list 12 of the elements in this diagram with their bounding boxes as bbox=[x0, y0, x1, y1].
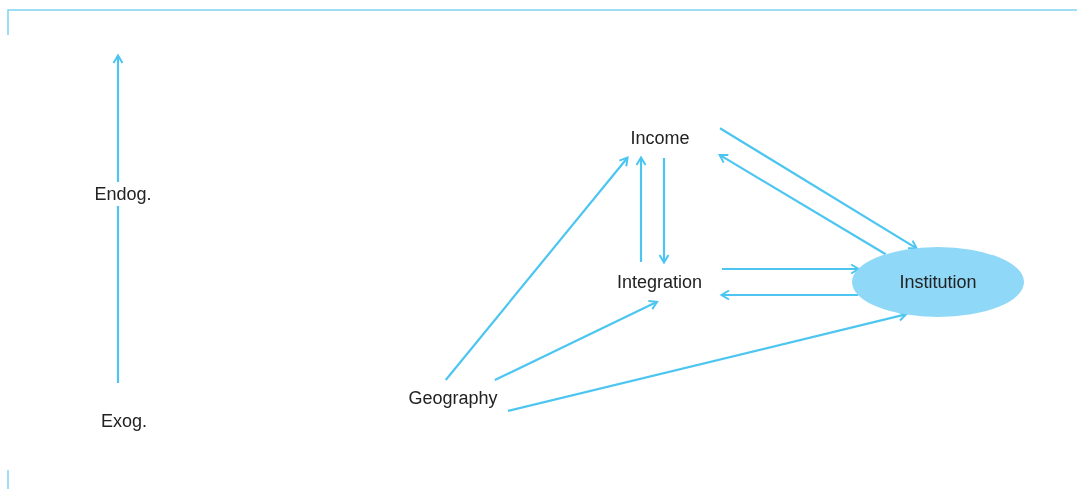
node-label: Geography bbox=[398, 380, 508, 416]
arrow bbox=[720, 289, 859, 301]
arrow bbox=[658, 158, 670, 264]
ellipse-node: Institution bbox=[852, 247, 1024, 317]
arrow bbox=[719, 127, 918, 250]
arrow bbox=[494, 300, 659, 381]
node-label: Integration bbox=[597, 262, 722, 302]
arrow bbox=[635, 156, 647, 262]
arrow bbox=[718, 153, 887, 256]
arrow bbox=[722, 263, 860, 275]
node-label: Income bbox=[600, 118, 720, 158]
arrow bbox=[444, 156, 629, 381]
